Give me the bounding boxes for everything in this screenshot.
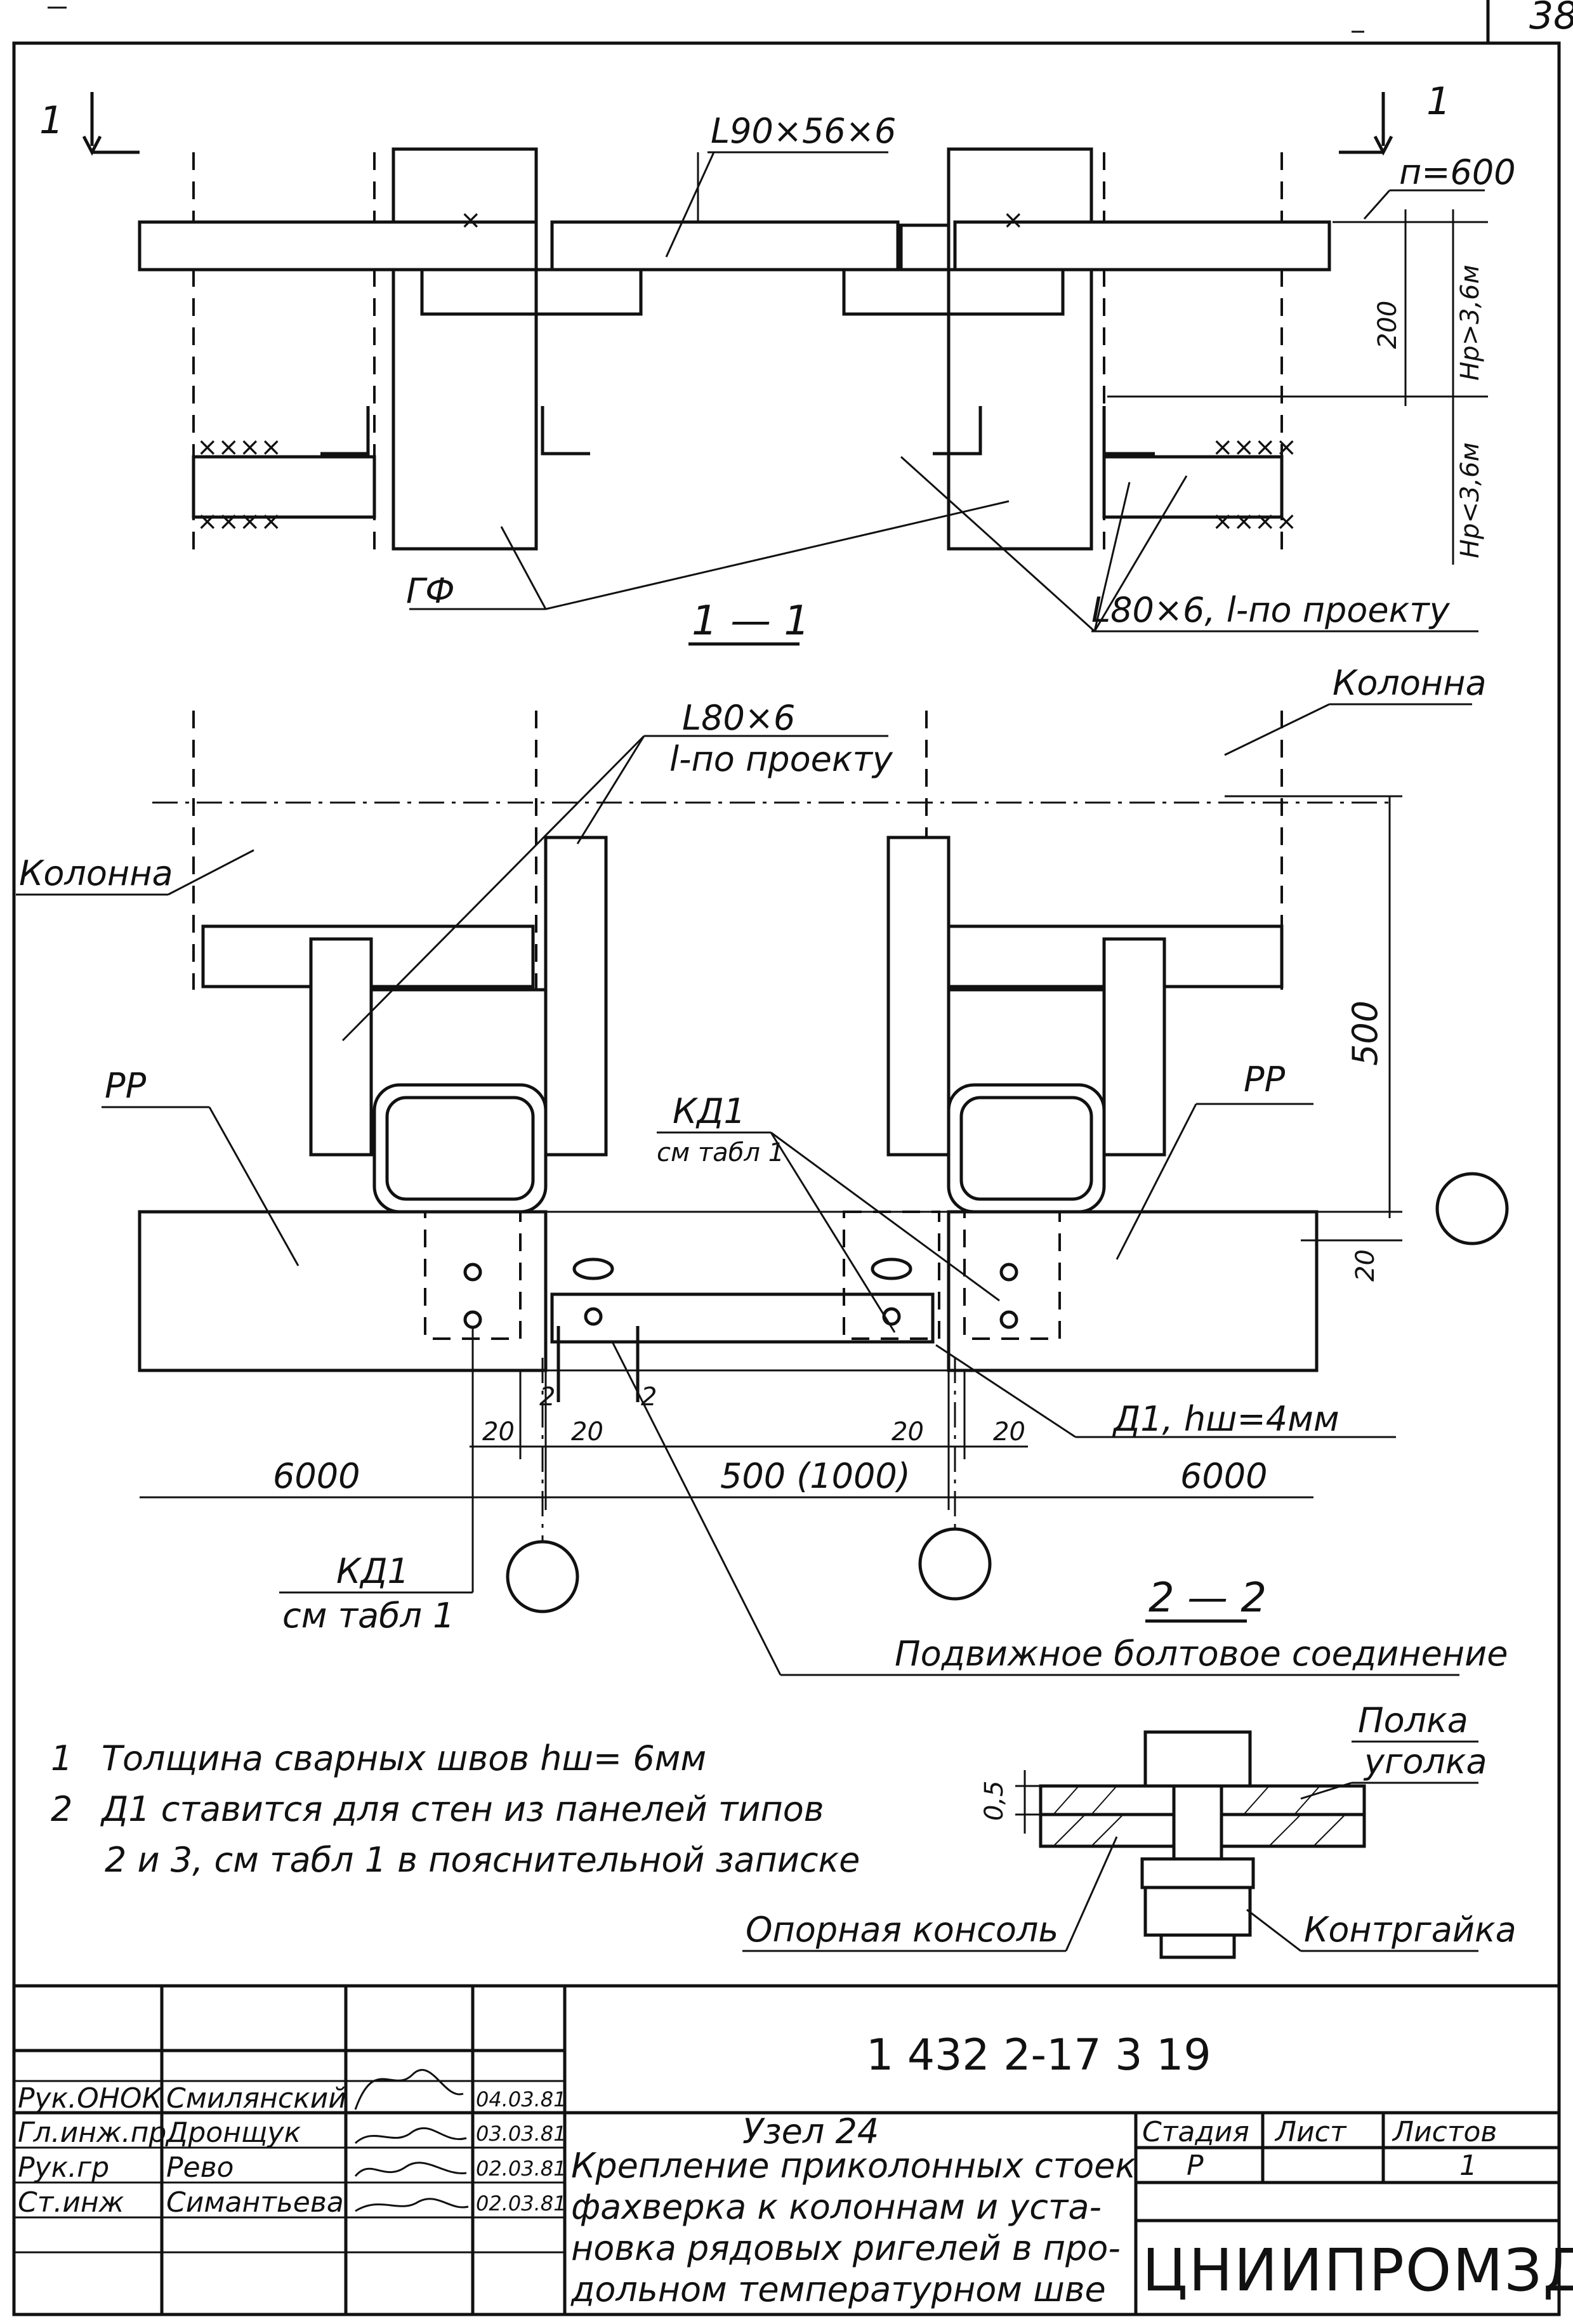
description-line-3: новка рядовых ригелей в про- (571, 2228, 1121, 2268)
node-title: Узел 24 (742, 2111, 879, 2151)
cut-mark-right: 1 (1426, 79, 1451, 124)
dim-20-d: 20 (993, 1417, 1025, 1447)
staff-name-1: Смилянский (166, 2082, 346, 2115)
shelf-label-line1: Полка (1358, 1700, 1468, 1740)
sheets-header: Листов (1392, 2116, 1497, 2148)
staff-name-3: Рево (166, 2151, 234, 2184)
section-2-2-label: 2 — 2 (1148, 1575, 1267, 1622)
column-label-right: Колонна (1333, 663, 1487, 703)
organization-stamp: ЦНИИПРОМЗДАНИЙ (1142, 2236, 1573, 2304)
signature-4 (355, 2198, 469, 2212)
angle-label-line2: l-по проекту (669, 739, 893, 779)
note-1-text: Толщина сварных швов hш= 6мм (102, 1738, 706, 1778)
staff-role-2: Гл.инж.пр (18, 2117, 166, 2149)
stage-header: Стадия (1142, 2116, 1249, 2148)
svg-text:××××: ×××× (1212, 507, 1297, 536)
signature-1 (354, 2069, 464, 2110)
kd1-top-line2: см табл 1 (657, 1138, 784, 1167)
locknut-label: Контргайка (1304, 1910, 1517, 1950)
kd1-bottom-line2: см табл 1 (282, 1596, 454, 1636)
dim-20-right: 20 (1351, 1249, 1380, 1282)
staff-date-4: 02.03.81 (476, 2191, 567, 2216)
dim-6000-left: 6000 (273, 1456, 360, 1496)
shelf-label-line2: уголка (1363, 1742, 1487, 1782)
staff-role-4: Ст.инж (18, 2186, 124, 2219)
dim-500: 500 (1345, 1001, 1385, 1066)
bolt-connection-label: Подвижное болтовое соединение (895, 1634, 1508, 1674)
title-block: 1 432 2-17 3 19 Узел 24 Крепление прикол… (14, 1984, 1573, 2314)
description-line-4: дольном температурном шве (570, 2269, 1106, 2309)
staff-name-4: Симантьева (166, 2186, 344, 2219)
section-1-1-label: 1 — 1 (692, 598, 810, 645)
mark-2-left: 2 (539, 1382, 555, 1412)
notes: 1 Толщина сварных швов hш= 6мм 2 Д1 став… (51, 1738, 860, 1880)
svg-text:×: × (460, 206, 482, 235)
stage-value: Р (1187, 2150, 1204, 2182)
rr-label-right: РР (1244, 1060, 1286, 1100)
sheets-value: 1 (1459, 2150, 1477, 2182)
sheet-header: Лист (1274, 2116, 1347, 2148)
drawing-frame (12, 41, 1561, 2316)
staff-role-1: Рук.ОНОК (18, 2082, 162, 2115)
dim-05: 0,5 (980, 1780, 1009, 1821)
section-2-2: Колонна Колонна (16, 663, 1509, 1676)
staff-role-3: Рук.гр (18, 2151, 109, 2184)
dim-500-1000: 500 (1000) (720, 1456, 911, 1496)
note-2-text: Д1 ставится для стен из панелей типов (100, 1789, 824, 1829)
angle-90-label: L90×56×6 (711, 111, 896, 151)
signature-3 (354, 2162, 467, 2177)
axis-circle-left (506, 1540, 579, 1613)
note-3-text: 2 и 3, см табл 1 в пояснительной записке (105, 1840, 860, 1880)
d1-label: Д1, hш=4мм (1112, 1399, 1339, 1439)
note-2-num: 2 (51, 1789, 72, 1829)
dim-20-b: 20 (571, 1417, 603, 1447)
description-line-2: фахверка к колоннам и уста- (571, 2187, 1102, 2227)
dim-20-c: 20 (892, 1417, 924, 1447)
svg-text:××××: ×××× (197, 507, 282, 536)
dim-6000-right: 6000 (1180, 1456, 1267, 1496)
elev-bottom: Нр<3,6м (1456, 442, 1485, 558)
staff-name-2: Дронщук (165, 2117, 301, 2149)
axis-circle-middle (918, 1527, 992, 1601)
kd1-top-line1: КД1 (673, 1091, 746, 1131)
svg-text:××××: ×××× (197, 433, 282, 462)
svg-text:×: × (1003, 206, 1024, 235)
console-label: Опорная консоль (746, 1910, 1058, 1950)
staff-date-3: 02.03.81 (476, 2157, 567, 2181)
staff-date-1: 04.03.81 (476, 2087, 567, 2111)
staff-date-2: 03.03.81 (476, 2122, 567, 2146)
angle-80-label: L80×6, l-по проекту (1091, 590, 1451, 630)
note-1-num: 1 (51, 1738, 72, 1778)
elev-top: Нр>3,6м (1456, 265, 1485, 381)
svg-text:××××: ×××× (1212, 433, 1297, 462)
rr-label-left: РР (105, 1066, 147, 1106)
description-line-1: Крепление приколонных стоек (571, 2146, 1136, 2186)
dim-200: 200 (1373, 301, 1402, 349)
n-label: п=600 (1399, 152, 1516, 192)
angle-label-line1: L80×6 (682, 698, 795, 738)
bolt-detail: Полка уголка 0,5 Опорная консоль Контрга… (742, 1700, 1517, 1959)
dim-20-a: 20 (482, 1417, 515, 1447)
section-1-1: 1 1 ×××× ×××× (39, 79, 1516, 646)
axis-circle-right (1435, 1172, 1509, 1245)
mark-2-right: 2 (641, 1382, 657, 1412)
page-number: 38 (1529, 0, 1573, 38)
gf-label: ГФ (406, 571, 455, 611)
signature-2 (354, 2127, 467, 2144)
column-label-left: Колонна (19, 853, 173, 893)
doc-code: 1 432 2-17 3 19 (866, 2030, 1211, 2080)
cut-mark-left: 1 (39, 98, 63, 143)
kd1-bottom-line1: КД1 (336, 1551, 409, 1591)
